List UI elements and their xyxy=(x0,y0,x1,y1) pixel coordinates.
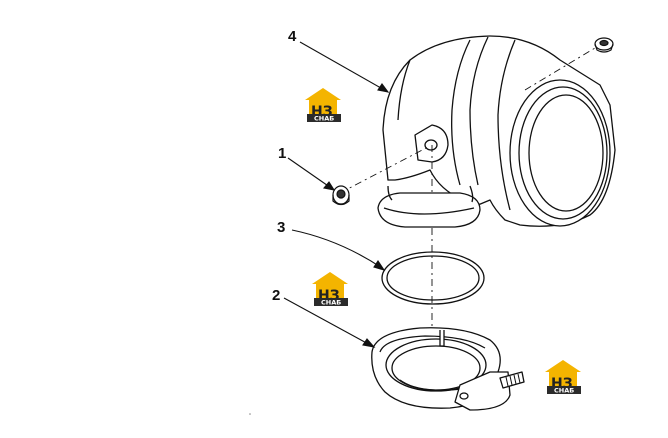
logo-roof xyxy=(545,360,581,372)
logo-sub: СНАБ xyxy=(321,299,341,307)
clamp-inner xyxy=(385,338,487,392)
ear-hole xyxy=(424,139,438,151)
leader-4 xyxy=(299,41,389,93)
watermark-logo-2: НЗ СНАБ xyxy=(312,272,348,307)
clamp-part xyxy=(371,327,525,411)
o-ring-part xyxy=(381,251,485,305)
logo-roof xyxy=(305,88,341,100)
screw-part xyxy=(332,185,350,206)
callout-4: 4 xyxy=(288,28,297,45)
logo-sub: СНАБ xyxy=(314,115,334,123)
leader-2 xyxy=(283,297,373,347)
callout-1: 1 xyxy=(278,145,286,162)
logo-sub: СНАБ xyxy=(554,387,574,395)
outlet-axis xyxy=(524,41,606,91)
watermark-logo-3: НЗ СНАБ xyxy=(545,360,581,395)
inlet-flange xyxy=(377,192,481,228)
clamp-bolt-thread xyxy=(505,373,521,387)
outlet-bore xyxy=(528,94,604,212)
logo-roof xyxy=(312,272,348,284)
callout-2: 2 xyxy=(272,287,280,304)
watermark-logo-1: НЗ СНАБ xyxy=(305,88,341,123)
stray-dot xyxy=(249,413,251,415)
axis-lines xyxy=(339,41,606,345)
elbow-part xyxy=(377,35,616,228)
mounting-ear xyxy=(414,124,449,163)
callout-3: 3 xyxy=(277,219,285,236)
outlet-plug xyxy=(594,37,614,53)
leader-lines xyxy=(283,41,390,348)
leader-3 xyxy=(291,229,383,269)
clamp-band-top xyxy=(379,335,486,353)
